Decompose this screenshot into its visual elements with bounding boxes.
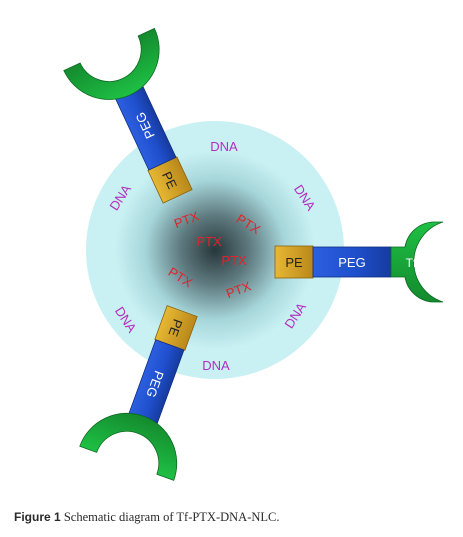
pe-label: PE bbox=[285, 255, 303, 270]
ptx-label: PTX bbox=[196, 234, 222, 249]
pe-label: PE bbox=[165, 317, 185, 339]
nanoparticle-diagram: DNA DNA DNA DNA DNA DNA PTX PTX PTX PTX … bbox=[63, 27, 444, 481]
peg-chain bbox=[312, 246, 392, 278]
ptx-label: PTX bbox=[221, 253, 247, 268]
dna-label: DNA bbox=[202, 358, 230, 373]
ligand-arm-upper-left: PE PEG Tf bbox=[63, 27, 193, 204]
peg-label: PEG bbox=[338, 255, 365, 270]
figure-caption: Figure 1 Schematic diagram of Tf-PTX-DNA… bbox=[14, 510, 454, 525]
ligand-arm-right: PE PEG Tf bbox=[274, 221, 444, 303]
dna-label: DNA bbox=[210, 139, 238, 154]
caption-text: Schematic diagram of Tf-PTX-DNA-NLC. bbox=[63, 510, 280, 524]
pe-block bbox=[274, 245, 314, 279]
tf-receptor bbox=[390, 221, 444, 303]
tf-receptor bbox=[63, 27, 160, 100]
tf-receptor bbox=[79, 413, 178, 481]
ligand-arm-lower-left: PE PEG Tf bbox=[79, 305, 198, 481]
tf-label: Tf bbox=[406, 256, 417, 270]
pe-label: PE bbox=[159, 169, 180, 191]
caption-label: Figure 1 bbox=[14, 510, 61, 524]
